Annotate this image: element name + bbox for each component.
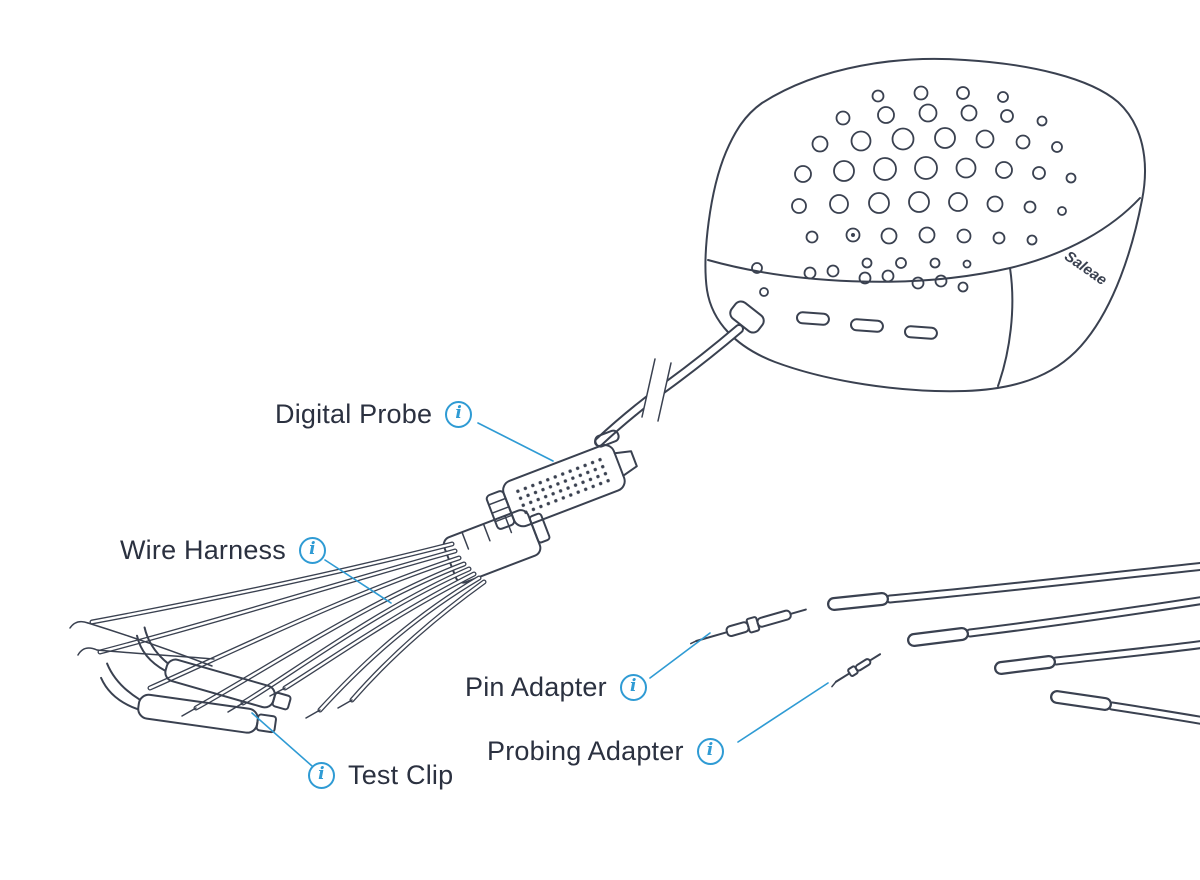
probing-adapter-label: Probing Adapter: [487, 735, 684, 766]
probe-cables-illustration: [827, 562, 1200, 725]
test-clip-label: Test Clip: [348, 759, 454, 790]
label-test-clip: i Test Clip: [308, 760, 453, 790]
leader-pin-adapter: [649, 632, 711, 679]
test-clip-info-icon[interactable]: i: [308, 761, 335, 789]
wire-harness-info-icon[interactable]: i: [298, 536, 326, 564]
brand-logo: Saleae: [1061, 248, 1110, 289]
label-pin-adapter: Pin Adapter i: [465, 672, 647, 702]
harness-wires: [89, 541, 487, 719]
test-clip-illustration: [69, 620, 292, 734]
info-icon-glyph: i: [455, 402, 463, 423]
front-ports: [751, 262, 969, 340]
digital-probe-info-icon[interactable]: i: [445, 400, 473, 428]
leader-wire-harness: [324, 559, 392, 604]
info-icon-glyph: i: [318, 763, 325, 784]
top-hole-grid: [791, 85, 1077, 269]
leader-digital-probe: [477, 422, 554, 462]
led-indicator: [845, 227, 861, 243]
info-icon-glyph: i: [629, 675, 637, 696]
label-wire-harness: Wire Harness i: [120, 535, 326, 565]
cable-break-symbol: [641, 358, 672, 422]
info-icon-glyph: i: [309, 538, 316, 559]
probing-adapter-illustration: [831, 653, 882, 688]
label-digital-probe: Digital Probe i: [275, 398, 473, 429]
pin-adapter-illustration: [690, 608, 807, 645]
usb-cable-illustration: [594, 300, 765, 447]
leader-probing-adapter: [737, 682, 829, 743]
wire-harness-label: Wire Harness: [120, 534, 286, 565]
logic-analyzer-illustration: Saleae: [704, 57, 1146, 393]
probing-adapter-info-icon[interactable]: i: [696, 737, 724, 765]
pin-adapter-label: Pin Adapter: [465, 671, 607, 702]
digital-probe-label: Digital Probe: [275, 398, 433, 429]
pin-adapter-info-icon[interactable]: i: [619, 673, 647, 701]
leader-test-clip: [251, 712, 313, 767]
leader-lines: [251, 422, 829, 767]
digital-probe-illustration: [485, 429, 638, 530]
info-icon-glyph: i: [706, 739, 714, 760]
label-probing-adapter: Probing Adapter i: [487, 736, 724, 766]
